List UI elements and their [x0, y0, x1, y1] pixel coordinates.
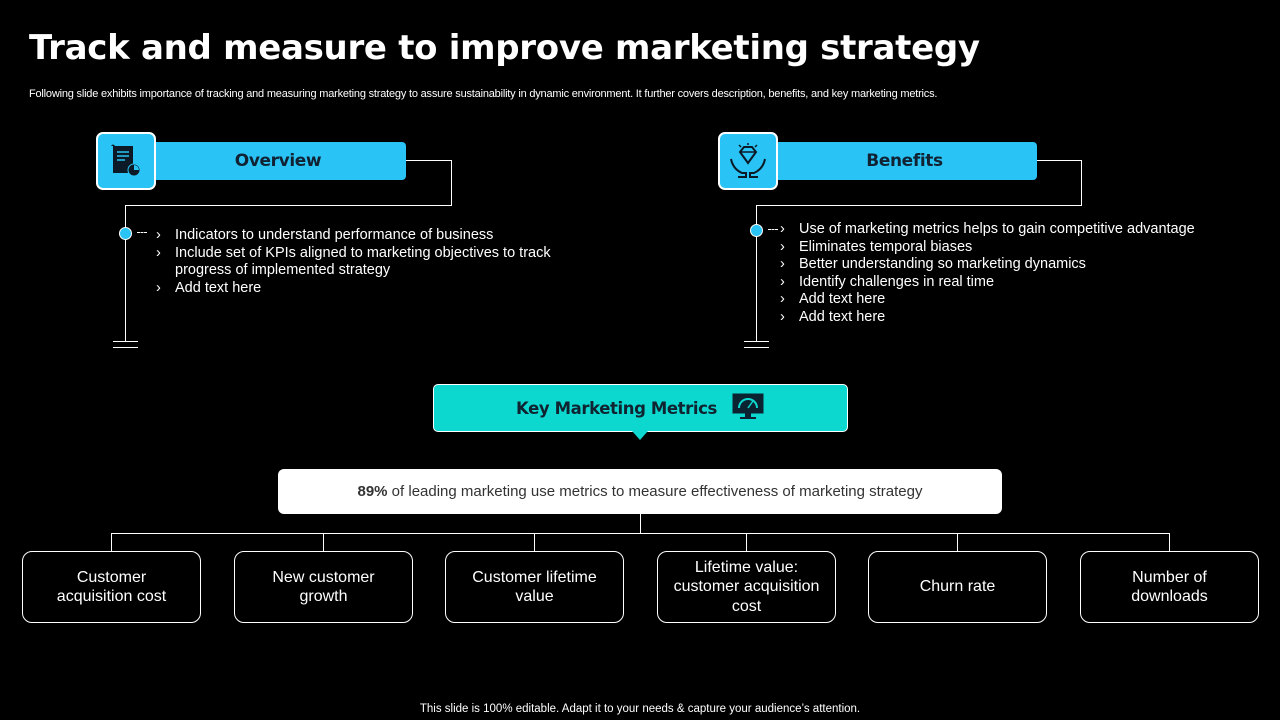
- benefits-label: Benefits: [866, 151, 943, 171]
- tree-connector: [534, 533, 535, 551]
- list-item: Include set of KPIs aligned to marketing…: [156, 245, 576, 280]
- list-item: Identify challenges in real time: [780, 274, 1240, 292]
- metric-box: Number of downloads: [1080, 551, 1259, 623]
- benefits-marker: [750, 224, 763, 237]
- footer-note: This slide is 100% editable. Adapt it to…: [419, 703, 861, 715]
- tree-connector: [111, 533, 112, 551]
- page-subtitle: Following slide exhibits importance of t…: [29, 88, 938, 100]
- diamond-hands-icon: [718, 132, 778, 190]
- overview-header: Overview: [150, 142, 406, 180]
- metric-box: New customer growth: [234, 551, 413, 623]
- overview-base: [113, 341, 138, 342]
- monitor-gauge-icon: [731, 392, 765, 424]
- stat-text: of leading marketing use metrics to meas…: [387, 483, 923, 500]
- stat-value: 89%: [357, 483, 388, 500]
- benefits-base: [744, 341, 769, 342]
- list-item: Indicators to understand performance of …: [156, 227, 576, 245]
- metric-box: Churn rate: [868, 551, 1047, 623]
- benefits-connector: [1037, 160, 1082, 161]
- key-metrics-header: Key Marketing Metrics: [433, 384, 848, 432]
- benefits-connector: [1081, 160, 1082, 206]
- overview-marker-line: [137, 232, 147, 234]
- key-metrics-pointer: [632, 431, 648, 440]
- benefits-header: Benefits: [772, 142, 1037, 180]
- overview-label: Overview: [234, 151, 322, 171]
- overview-list: Indicators to understand performance of …: [156, 227, 576, 297]
- overview-stem: [125, 205, 126, 341]
- list-item: Use of marketing metrics helps to gain c…: [780, 221, 1240, 239]
- overview-connector: [451, 160, 452, 206]
- overview-base: [113, 347, 138, 348]
- tree-connector: [1169, 533, 1170, 551]
- list-item: Better understanding so marketing dynami…: [780, 256, 1240, 274]
- tree-connector: [111, 533, 1170, 534]
- tree-connector: [957, 533, 958, 551]
- benefits-list: Use of marketing metrics helps to gain c…: [780, 221, 1240, 327]
- benefits-stem: [756, 205, 757, 341]
- tree-connector: [746, 533, 747, 551]
- metric-box: Customer acquisition cost: [22, 551, 201, 623]
- tree-connector: [323, 533, 324, 551]
- tree-connector: [640, 514, 641, 533]
- list-item: Add text here: [780, 291, 1240, 309]
- benefits-connector: [756, 205, 1082, 206]
- key-metrics-label: Key Marketing Metrics: [516, 398, 717, 418]
- list-item: Add text here: [156, 280, 576, 298]
- metric-box: Customer lifetime value: [445, 551, 624, 623]
- overview-connector: [125, 205, 452, 206]
- benefits-base: [744, 347, 769, 348]
- page-title: Track and measure to improve marketing s…: [29, 28, 980, 68]
- list-item: Add text here: [780, 309, 1240, 327]
- overview-connector: [406, 160, 452, 161]
- list-item: Eliminates temporal biases: [780, 239, 1240, 257]
- stat-box: 89% of leading marketing use metrics to …: [278, 469, 1002, 514]
- overview-marker: [119, 227, 132, 240]
- benefits-marker-line: [768, 229, 778, 231]
- metric-box: Lifetime value: customer acquisition cos…: [657, 551, 836, 623]
- document-chart-icon: [96, 132, 156, 190]
